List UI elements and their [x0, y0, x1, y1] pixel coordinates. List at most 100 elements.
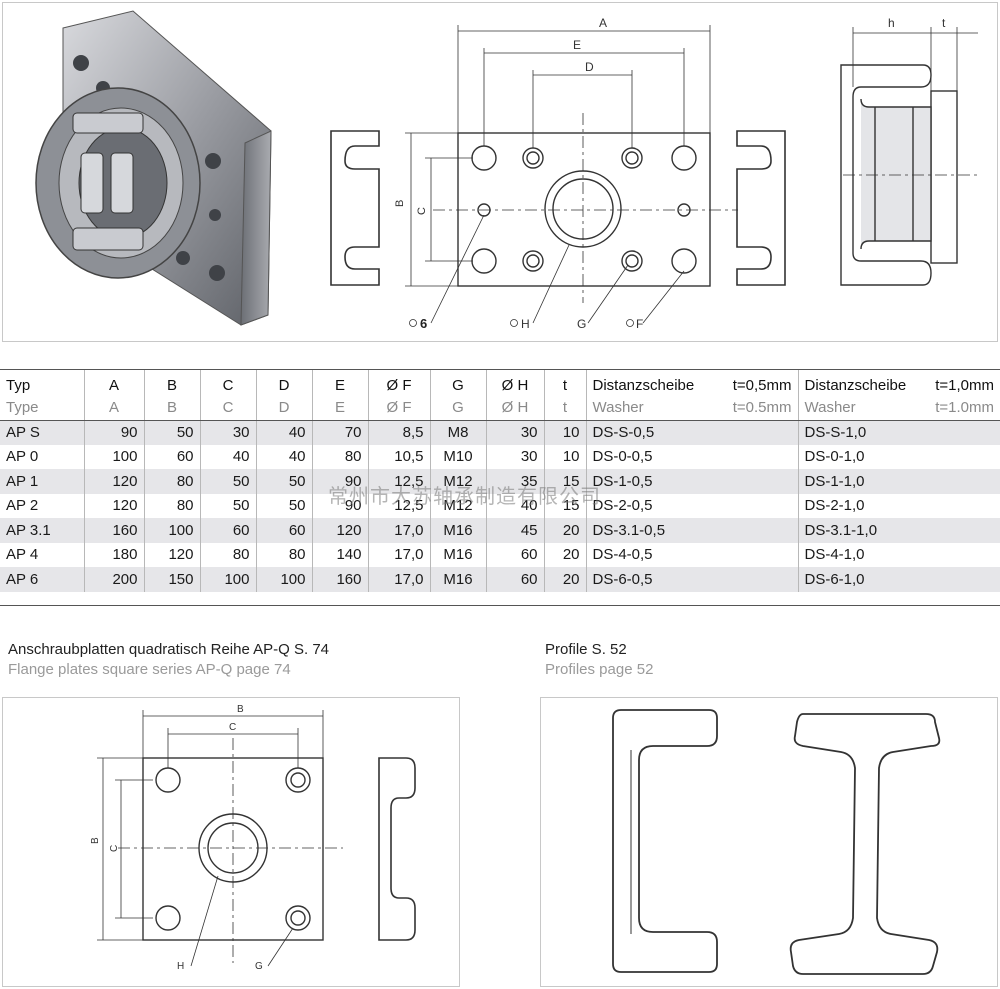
cell-type: AP 2: [0, 493, 85, 518]
cell-h: 30: [486, 444, 545, 469]
cell-washer-10: DS-0-1,0: [804, 448, 865, 466]
cell-c: 50: [200, 469, 257, 494]
cell-type: AP 6: [0, 567, 85, 592]
cell-washer-05: DS-6-0,5: [586, 567, 799, 592]
header-washer-10-name: Distanzscheibe: [804, 376, 907, 394]
dim-label-a: A: [599, 16, 607, 30]
header-washer-10-en-name: Washer: [804, 399, 856, 417]
cell-b: 50: [144, 420, 201, 445]
cell-e: 120: [312, 518, 369, 543]
cell-washer-05: DS-4-0,5: [586, 542, 799, 567]
header-c: C: [200, 370, 257, 396]
cell-c: 30: [200, 420, 257, 445]
table-row: AP S 90 50 30 40 70 8,5 M8 30 10 DS-S-0,…: [0, 420, 1000, 445]
cell-t: 15: [544, 493, 587, 518]
header-washer-05-name: Distanzscheibe: [592, 376, 695, 394]
table-row: AP 2 120 80 50 50 90 12,5 M12 40 15 DS-2…: [0, 493, 1000, 518]
cell-c: 60: [200, 518, 257, 543]
cell-washer-05: DS-3.1-0,5: [586, 518, 799, 543]
caption-profile-de: Profile S. 52: [545, 641, 627, 658]
cell-a: 100: [84, 444, 145, 469]
caption-square-de: Anschraubplatten quadratisch Reihe AP-Q …: [8, 641, 330, 658]
caption-profile-en: Profiles page 52: [545, 661, 654, 678]
cell-d: 80: [256, 542, 313, 567]
product-photo: [35, 10, 272, 326]
cell-washer-05: DS-2-0,5: [586, 493, 799, 518]
cell-washer-05: DS-S-0,5: [586, 420, 799, 445]
cell-e: 90: [312, 469, 369, 494]
dim-label-h: h: [888, 16, 895, 30]
caption-square: Anschraubplatten quadratisch Reihe AP-Q …: [8, 641, 329, 678]
cell-washer-10: DS-6-1,0: [798, 567, 1000, 592]
callout-6-label: 6: [420, 316, 427, 331]
table-row: AP 0 100 60 40 40 80 10,5 M10 30 10 DS-0…: [0, 444, 1000, 469]
header-a: A: [84, 370, 145, 396]
header-typ: Typ: [0, 370, 85, 396]
sq-dim-label-b: B: [237, 704, 244, 715]
cell-a: 90: [84, 420, 145, 445]
cell-h: 60: [486, 542, 545, 567]
cell-e: 70: [312, 420, 369, 445]
top-drawings-svg: A E D B C 6 H G F: [35, 10, 978, 331]
cell-g: M16: [430, 542, 487, 567]
cell-e: 80: [312, 444, 369, 469]
header-h: Ø H: [486, 370, 545, 396]
sq-dim-label-c-vert: C: [109, 845, 120, 852]
i-profile: [789, 713, 941, 975]
square-plate-svg: B C B C H G: [90, 704, 416, 972]
header-washer-10-size: t=1,0mm: [935, 376, 994, 394]
cell-d: 50: [256, 469, 313, 494]
callout-g-label: G: [577, 317, 586, 331]
cell-g: M10: [430, 444, 487, 469]
cell-g: M12: [430, 493, 487, 518]
cell-c: 40: [200, 444, 257, 469]
header-e-en: E: [312, 396, 369, 421]
header-washer-05: Distanzscheibe t=0,5mm: [586, 370, 799, 396]
table-top-rule: [0, 369, 1000, 370]
spec-table: Typ A B C D E Ø F G Ø H t Distanzscheibe…: [0, 370, 1000, 592]
cell-t: 20: [544, 518, 587, 543]
cell-t: 15: [544, 469, 587, 494]
table-row: AP 3.1 160 100 60 60 120 17,0 M16 45 20 …: [0, 518, 1000, 543]
cell-g: M16: [430, 567, 487, 592]
header-washer-05-en-name: Washer: [592, 399, 644, 417]
cell-f: 8,5: [368, 420, 431, 445]
cell-f: 17,0: [368, 518, 431, 543]
cell-g: M8: [430, 420, 487, 445]
c-profile: [612, 709, 718, 973]
cell-washer-10: DS-3.1-1,0: [798, 518, 1000, 543]
header-h-en: Ø H: [486, 396, 545, 421]
table-body: AP S 90 50 30 40 70 8,5 M8 30 10 DS-S-0,…: [0, 420, 1000, 592]
cell-a: 200: [84, 567, 145, 592]
header-f: Ø F: [368, 370, 431, 396]
top-drawing-panel: A E D B C 6 H G F: [2, 2, 998, 342]
sq-callout-h-label: H: [177, 961, 184, 972]
callout-h-label: H: [521, 317, 530, 331]
cell-g: M16: [430, 518, 487, 543]
caption-profile: Profile S. 52 Profiles page 52: [545, 641, 653, 678]
cell-t: 10: [544, 444, 587, 469]
table-bottom-rule: [0, 605, 1000, 606]
cell-type: AP S: [0, 420, 85, 445]
header-washer-05-size: t=0,5mm: [732, 376, 792, 394]
header-washer-10-en-size: t=1.0mm: [935, 399, 994, 417]
header-d-en: D: [256, 396, 313, 421]
cell-type: AP 0: [0, 444, 85, 469]
header-washer-10: Distanzscheibe t=1,0mm: [798, 370, 1000, 396]
cell-d: 50: [256, 493, 313, 518]
cell-f: 17,0: [368, 567, 431, 592]
cell-h: 35: [486, 469, 545, 494]
cell-washer-10: DS-2-1,0: [804, 497, 865, 515]
cell-washer-05: DS-1-0,5: [586, 469, 799, 494]
dim-label-d: D: [585, 60, 594, 74]
cell-a: 120: [84, 469, 145, 494]
sq-callout-g-label: G: [255, 961, 263, 972]
cell-t: 20: [544, 542, 587, 567]
table-row: AP 6 200 150 100 100 160 17,0 M16 60 20 …: [0, 567, 1000, 592]
cell-a: 120: [84, 493, 145, 518]
cell-type: AP 1: [0, 469, 85, 494]
watermark-text: 常州市大苏轴承制造有限公司: [328, 484, 601, 508]
cell-h: 40: [486, 493, 545, 518]
cell-d: 40: [256, 420, 313, 445]
cell-h: 60: [486, 567, 545, 592]
